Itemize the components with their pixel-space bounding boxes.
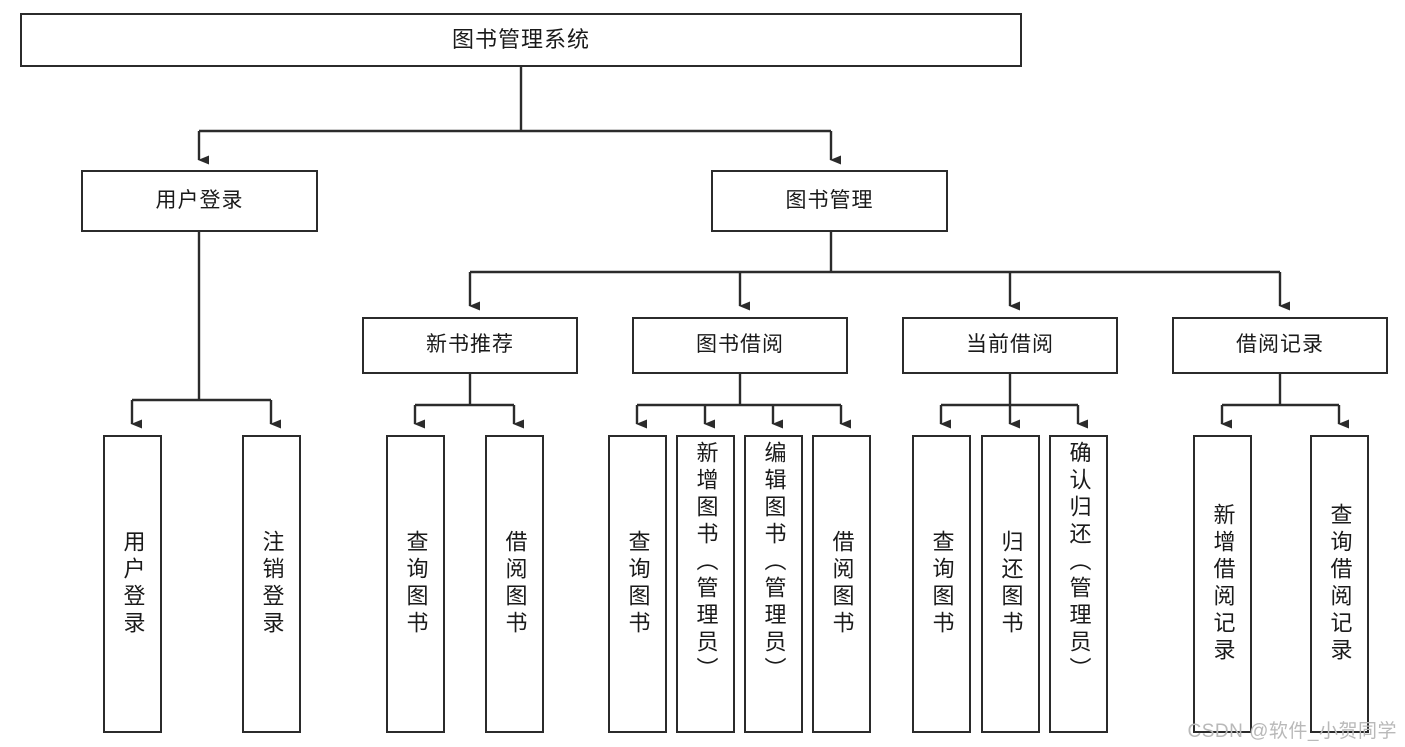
node-label: 查询图书 [625,530,651,638]
node-current-borrow[interactable]: 当前借阅 [902,317,1118,374]
node-label: 借阅图书 [502,530,528,638]
node-label: 查询图书 [403,530,429,638]
node-label: 图书管理系统 [451,27,590,53]
node-borrow-record[interactable]: 借阅记录 [1172,317,1388,374]
leaf-add-borrow-record[interactable]: 新增借阅记录 [1193,435,1252,733]
leaf-confirm-return-admin[interactable]: 确认归还（管理员） [1049,435,1108,733]
node-label: 编辑图书（管理员） [761,441,787,684]
leaf-add-book-admin[interactable]: 新增图书（管理员） [676,435,735,733]
node-label: 新增图书（管理员） [693,441,719,684]
leaf-logout-login[interactable]: 注销登录 [242,435,301,733]
leaf-query-book-recommend[interactable]: 查询图书 [386,435,445,733]
node-book-borrow[interactable]: 图书借阅 [632,317,848,374]
leaf-query-book-borrow[interactable]: 查询图书 [608,435,667,733]
node-label: 新书推荐 [426,333,514,357]
node-label: 用户登录 [155,188,244,212]
node-label: 图书借阅 [696,333,784,357]
csdn-watermark: CSDN @软件_小贺同学 [1187,721,1397,742]
node-label: 当前借阅 [966,333,1054,357]
leaf-return-book[interactable]: 归还图书 [981,435,1040,733]
node-label: 借阅图书 [829,530,855,638]
node-label: 确认归还（管理员） [1066,441,1092,684]
node-label: 查询借阅记录 [1327,503,1353,665]
node-label: 注销登录 [259,530,285,638]
node-label: 借阅记录 [1236,333,1324,357]
leaf-edit-book-admin[interactable]: 编辑图书（管理员） [744,435,803,733]
node-label: 查询图书 [929,530,955,638]
node-label: 用户登录 [120,530,146,638]
leaf-query-borrow-record[interactable]: 查询借阅记录 [1310,435,1369,733]
node-new-book-recommend[interactable]: 新书推荐 [362,317,578,374]
node-root-book-management-system[interactable]: 图书管理系统 [20,13,1022,67]
leaf-borrow-book-recommend[interactable]: 借阅图书 [485,435,544,733]
node-label: 归还图书 [998,530,1024,638]
leaf-borrow-book[interactable]: 借阅图书 [812,435,871,733]
node-book-management[interactable]: 图书管理 [711,170,948,232]
node-label: 新增借阅记录 [1210,503,1236,665]
leaf-user-login[interactable]: 用户登录 [103,435,162,733]
node-user-login[interactable]: 用户登录 [81,170,318,232]
node-label: 图书管理 [785,188,874,212]
leaf-query-book-current[interactable]: 查询图书 [912,435,971,733]
